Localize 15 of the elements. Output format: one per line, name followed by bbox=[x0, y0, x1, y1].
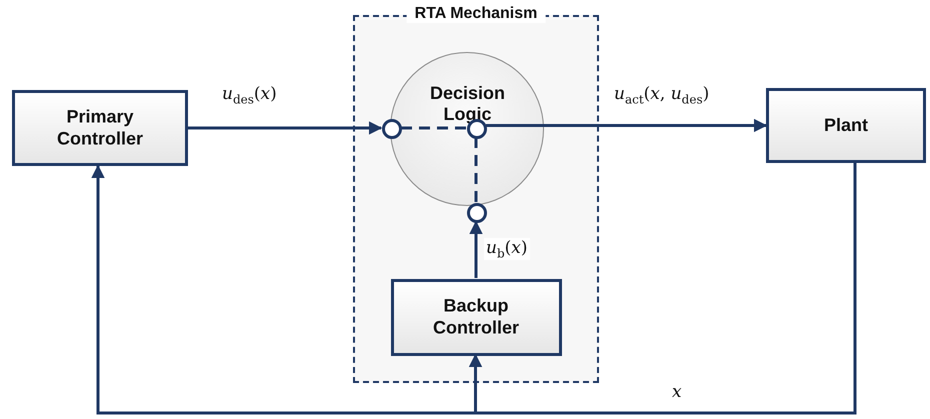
arrow bbox=[188, 121, 382, 135]
process-box bbox=[390, 278, 562, 356]
process-box bbox=[12, 90, 188, 166]
arrow bbox=[486, 118, 768, 132]
node-label: Primary Controller bbox=[56, 106, 144, 150]
node-label: Backup Controller bbox=[432, 295, 520, 339]
node-label: Plant bbox=[822, 114, 869, 136]
junction-circle bbox=[382, 118, 402, 138]
process-box bbox=[766, 88, 926, 163]
connector-line bbox=[474, 138, 478, 202]
edge-label: u$_{b}$(x) bbox=[484, 238, 530, 260]
group-title: RTA Mechanism bbox=[406, 4, 546, 24]
arrow bbox=[469, 220, 483, 278]
connector-line bbox=[401, 126, 466, 130]
junction-circle bbox=[466, 202, 486, 222]
